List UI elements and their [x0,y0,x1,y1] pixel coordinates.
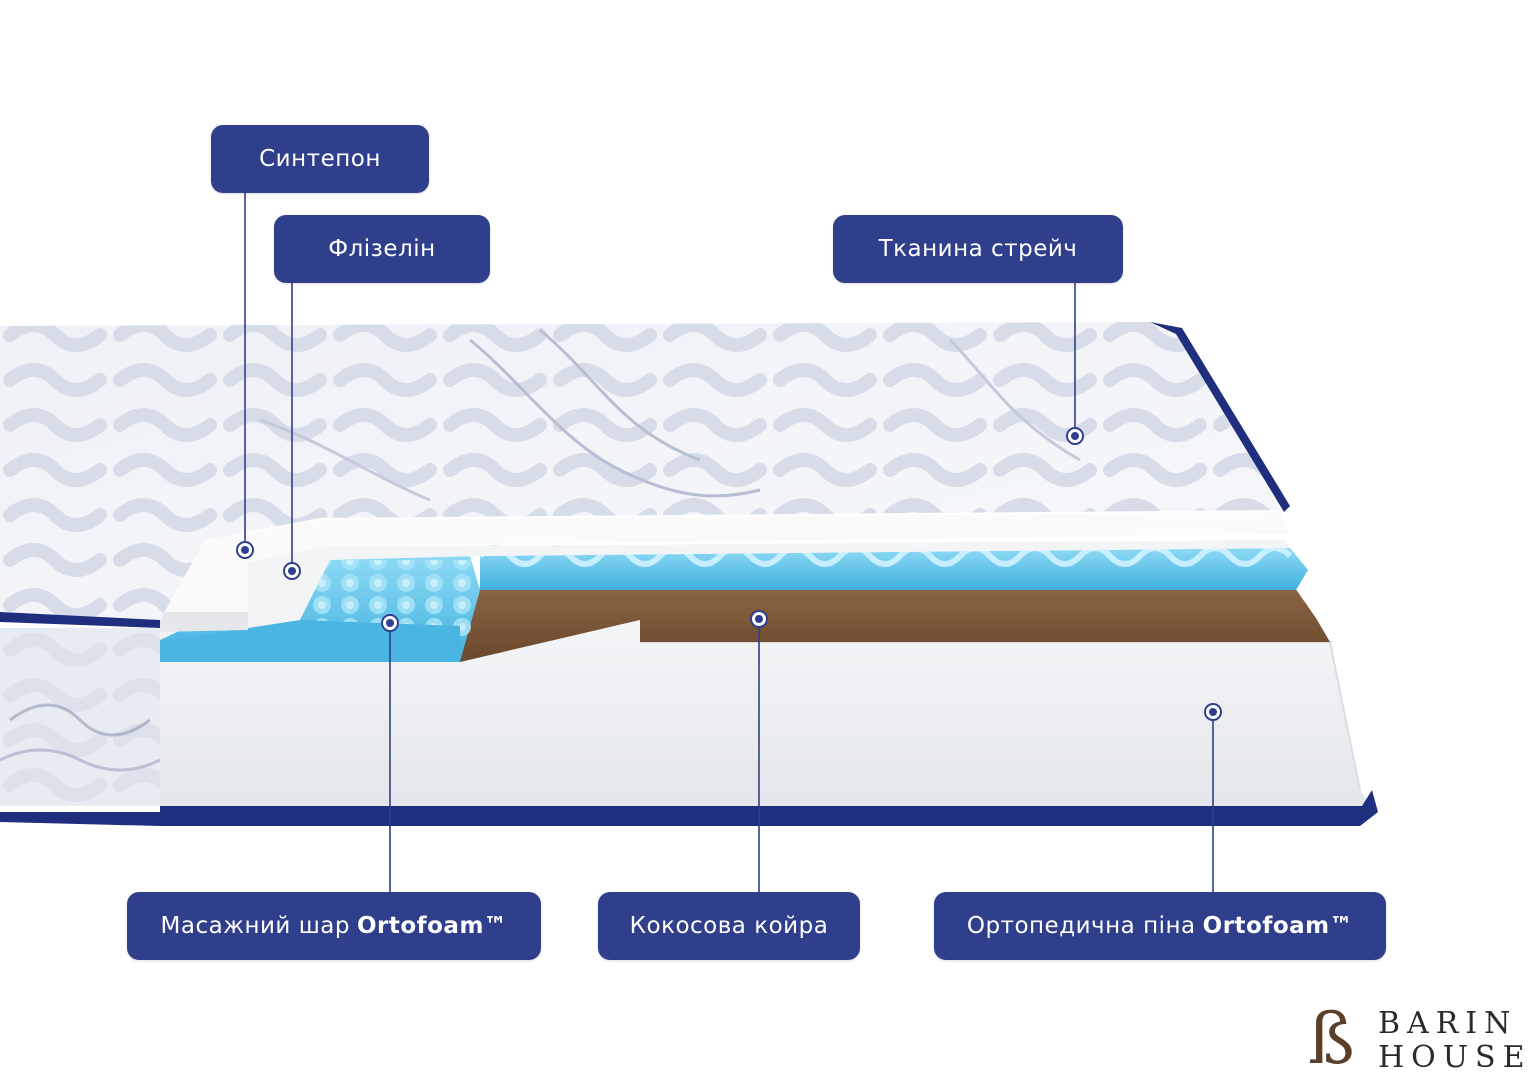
label-sintepon-text: Синтепон [259,146,381,172]
point-markers [236,427,1222,721]
side-piping [0,322,1290,628]
label-stretch-fabric-text: Тканина стрейч [878,236,1078,262]
marker-tkanyna [1066,427,1084,445]
marker-masazh [381,614,399,632]
massage-foam-layer [160,545,1308,662]
bottom-piping [0,790,1378,826]
stretch-fabric-top [0,322,1280,620]
label-massage-layer: Масажний шар Ortofoam™ [127,892,541,960]
marker-kokos [750,610,768,628]
logo-word-2: HOUSE [1378,1040,1528,1075]
label-orthopedic-foam: Ортопедична піна Ortofoam™ [934,892,1386,960]
label-sintepon: Синтепон [211,125,429,193]
side-wall-fabric [0,628,161,806]
sintepon-layer [160,512,1288,632]
label-coconut-coir-text: Кокосова койра [629,913,829,939]
fleece-layer [248,540,1290,628]
logo-monogram-icon: ß [1308,998,1355,1080]
marker-orto [1204,703,1222,721]
label-massage-layer-text: Масажний шар [160,913,350,939]
label-orthopedic-foam-text: Ортопедична піна [966,913,1196,939]
label-flizelin-text: Флізелін [328,236,436,262]
label-orthopedic-foam-brand: Ortofoam™ [1202,913,1354,939]
label-coconut-coir: Кокосова койра [598,892,860,960]
marker-flizelin [283,562,301,580]
logo-word-1: BARIN [1378,1006,1518,1041]
label-flizelin: Флізелін [274,215,490,283]
leader-lines [244,193,1214,892]
label-stretch-fabric: Тканина стрейч [833,215,1123,283]
brand-logo: ß BARIN HOUSE [1308,998,1525,1080]
label-massage-layer-brand: Ortofoam™ [356,913,508,939]
marker-sintepon [236,541,254,559]
